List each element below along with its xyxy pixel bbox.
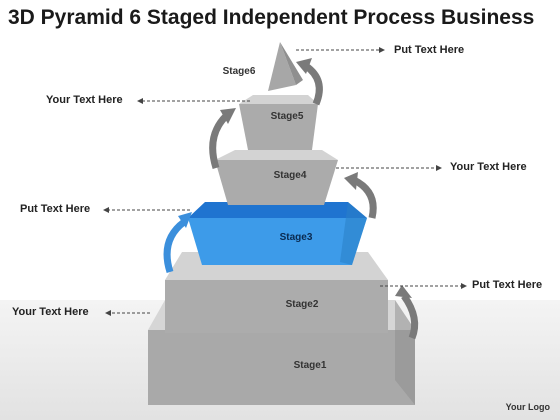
page-title: 3D Pyramid 6 Staged Independent Process … <box>8 6 535 29</box>
stage2-label: Stage2 <box>285 299 319 310</box>
callout-stage1: Your Text Here <box>12 306 89 318</box>
stage5-block <box>239 95 318 150</box>
callout-stage3: Put Text Here <box>20 203 91 215</box>
callout-stage4: Your Text Here <box>450 161 527 173</box>
arrow-stage3-to-stage4 <box>344 172 377 219</box>
callout-stage6: Put Text Here <box>394 44 465 56</box>
stage3-label: Stage3 <box>279 232 313 243</box>
callout-stage5: Your Text Here <box>46 94 123 106</box>
stage6-block <box>268 42 303 91</box>
stage1-label: Stage1 <box>293 360 327 371</box>
stage5-label: Stage5 <box>270 111 304 122</box>
stage4-block <box>215 150 338 205</box>
arrow-stage4-to-stage5 <box>209 108 236 170</box>
stage4-label: Stage4 <box>273 170 307 181</box>
callout-stage2: Put Text Here <box>472 279 543 291</box>
logo-text: Your Logo <box>505 402 550 412</box>
arrow-stage1-to-stage2 <box>395 285 419 340</box>
stage6-label: Stage6 <box>222 66 256 77</box>
stage3-block <box>188 202 367 265</box>
arrow-stage2-to-stage3 <box>163 212 192 274</box>
arrow-stage5-to-stage6 <box>296 58 323 106</box>
